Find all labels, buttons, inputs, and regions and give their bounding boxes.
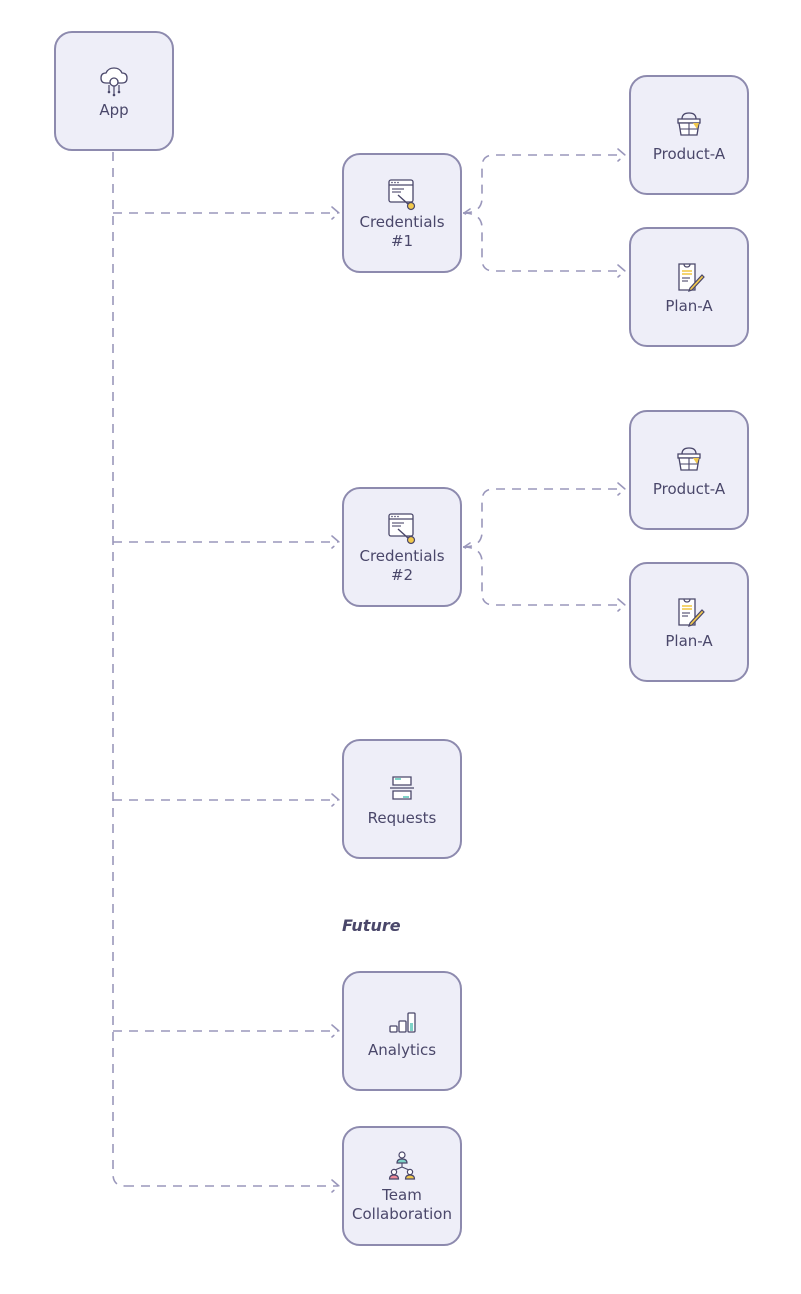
arrowhead [331, 1024, 340, 1038]
section-label-future: Future [342, 916, 401, 935]
basket-icon [677, 111, 701, 136]
credentials-key-icon [388, 179, 416, 211]
cloud-network-icon [100, 66, 128, 96]
team-icon [388, 1151, 416, 1180]
clipboard-pencil-icon [678, 262, 705, 292]
node-app[interactable]: App [54, 31, 174, 151]
node-product-a-2[interactable]: Product-A [629, 410, 749, 530]
source-tick [463, 542, 471, 552]
credentials-key-icon [388, 513, 416, 545]
requests-icon [390, 775, 414, 800]
arrowhead [617, 598, 626, 612]
clipboard-pencil-icon [678, 597, 705, 627]
node-label: App [99, 100, 129, 119]
connector-cred2-product [462, 488, 624, 548]
arrowhead [617, 482, 626, 496]
connector-trunk [112, 152, 126, 1187]
arrowhead [331, 1179, 340, 1193]
node-label: Requests [367, 808, 437, 827]
arrowhead [331, 535, 340, 549]
node-plan-a-1[interactable]: Plan-A [629, 227, 749, 347]
source-tick [463, 208, 471, 218]
connector-cred1-plan [462, 212, 624, 272]
node-product-a-1[interactable]: Product-A [629, 75, 749, 195]
node-label: Credentials #2 [359, 547, 445, 584]
node-label: Credentials #1 [359, 213, 445, 250]
connector-cred2-plan [462, 546, 624, 606]
node-credentials-2[interactable]: Credentials #2 [342, 487, 462, 607]
node-analytics[interactable]: Analytics [342, 971, 462, 1091]
node-label: Plan-A [665, 296, 713, 315]
node-label: Team Collaboration [352, 1186, 452, 1223]
arrowhead [617, 264, 626, 278]
basket-icon [677, 446, 701, 471]
node-label: Product-A [652, 144, 726, 163]
arrowhead [331, 793, 340, 807]
arrowhead [331, 206, 340, 220]
node-team-collaboration[interactable]: Team Collaboration [342, 1126, 462, 1246]
node-requests[interactable]: Requests [342, 739, 462, 859]
node-label: Product-A [652, 479, 726, 498]
node-credentials-1[interactable]: Credentials #1 [342, 153, 462, 273]
connector-cred1-product [462, 154, 624, 214]
bar-chart-icon [389, 1011, 416, 1033]
node-label: Analytics [367, 1040, 437, 1059]
arrowhead [617, 148, 626, 162]
node-plan-a-2[interactable]: Plan-A [629, 562, 749, 682]
node-label: Plan-A [665, 631, 713, 650]
